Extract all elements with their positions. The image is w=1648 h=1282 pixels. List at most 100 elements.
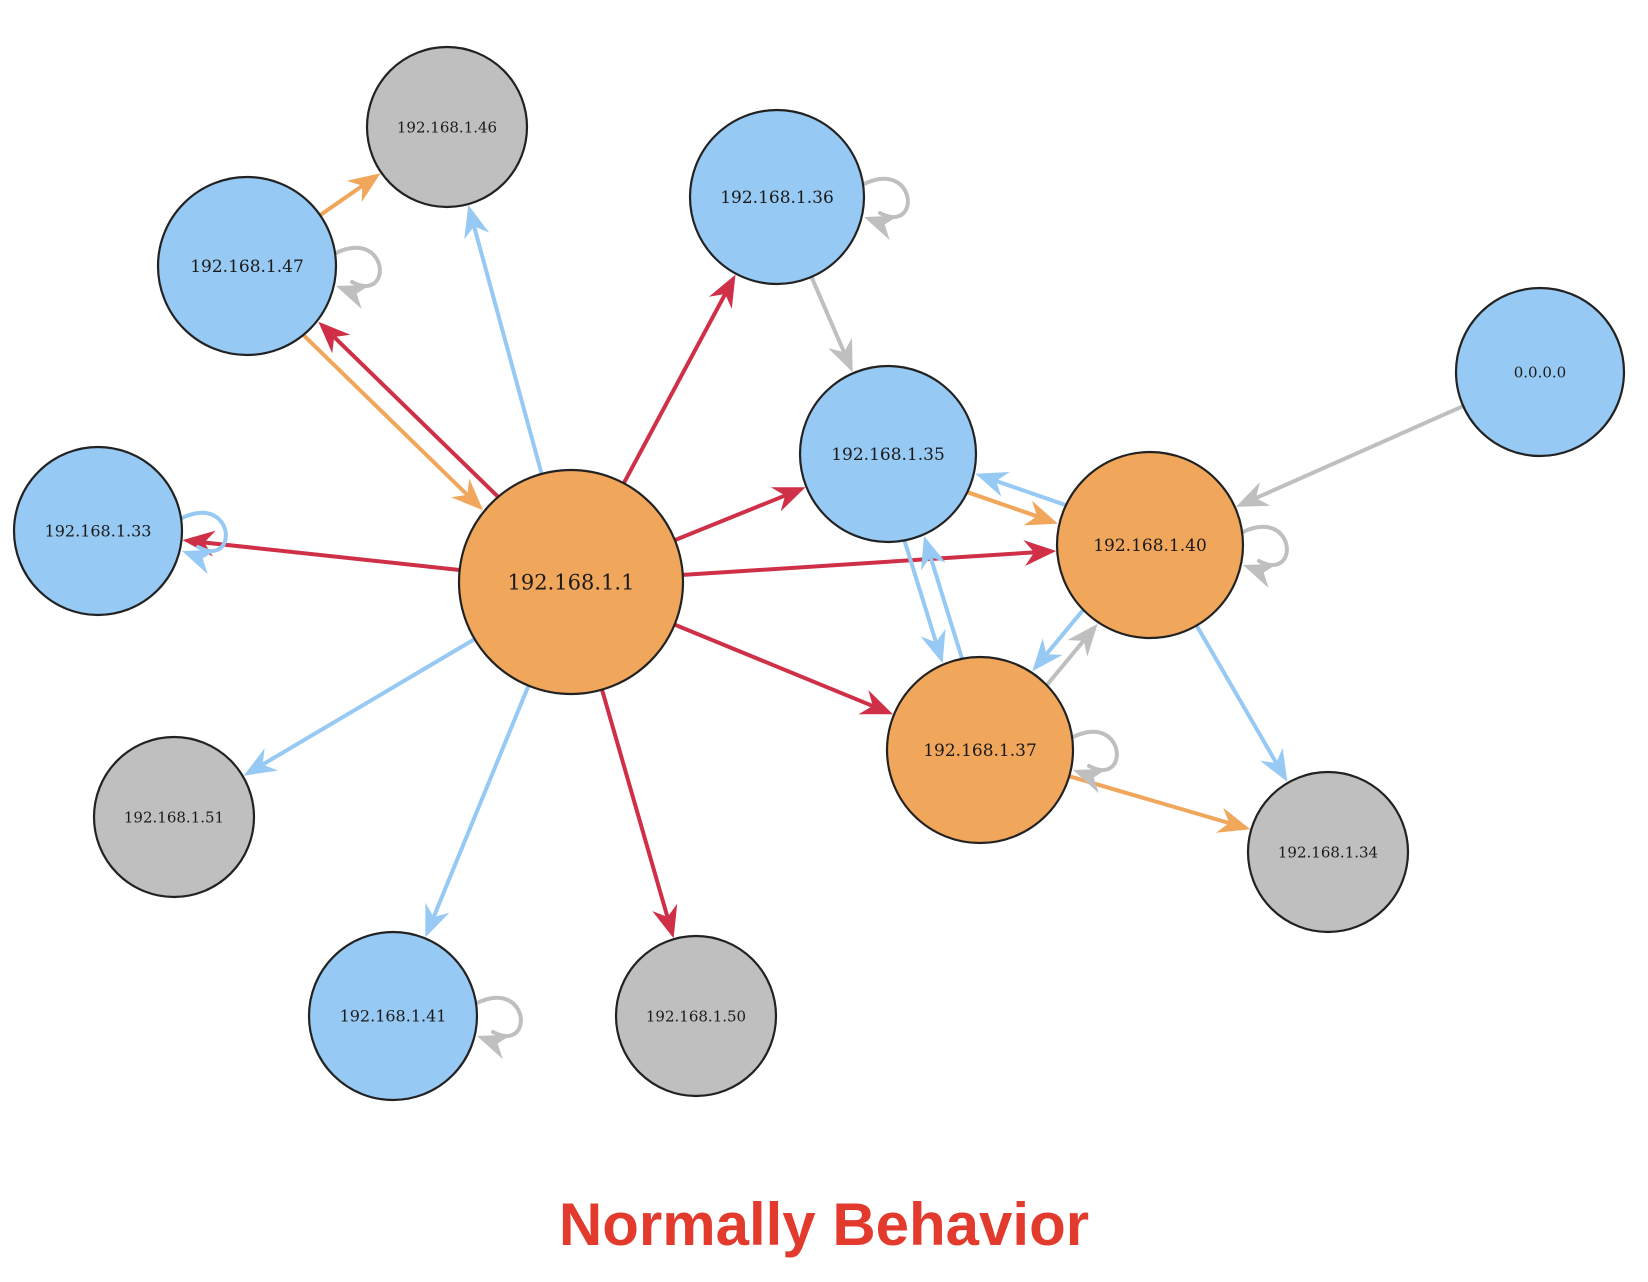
self-loop-arrowhead	[864, 215, 899, 241]
self-loop-n41	[473, 995, 523, 1060]
edge-n47-n1	[301, 333, 484, 511]
edge-line	[965, 490, 1038, 518]
node-192-168-1-37[interactable]: 192.168.1.37	[885, 655, 1075, 845]
edge-arrowhead	[975, 472, 1010, 497]
node-192-168-1-40[interactable]: 192.168.1.40	[1055, 450, 1245, 640]
node-192-168-1-35[interactable]: 192.168.1.35	[798, 364, 978, 544]
node-circle	[1246, 770, 1410, 934]
edge-arrowhead	[451, 478, 484, 511]
edge-n47-n46	[318, 173, 381, 218]
edge-n40-n37	[1032, 608, 1085, 672]
node-192-168-1-50[interactable]: 192.168.1.50	[614, 934, 778, 1098]
edge-line	[672, 622, 873, 708]
edge-n1-n47	[318, 321, 500, 499]
edge-arrowhead	[1023, 500, 1058, 526]
node-label: 192.168.1.51	[124, 808, 224, 826]
self-loop-path	[1069, 729, 1119, 772]
edge-line	[1045, 608, 1085, 655]
node-circle	[688, 108, 866, 286]
edge-n1-n36	[621, 274, 736, 486]
edge-line	[1045, 640, 1085, 687]
edge-n1-n37	[672, 622, 893, 715]
edge-n35-n40	[965, 490, 1058, 526]
node-192-168-1-46[interactable]: 192.168.1.46	[365, 45, 529, 209]
edge-line	[1194, 623, 1278, 764]
self-loop-arrowhead	[1073, 768, 1108, 794]
node-192-168-1-47[interactable]: 192.168.1.47	[156, 175, 338, 357]
self-loop-layer	[178, 176, 1289, 1060]
edge-line	[1255, 404, 1466, 500]
edge-line	[204, 540, 462, 572]
edge-n1-n35	[672, 487, 806, 543]
node-label: 192.168.1.34	[1278, 843, 1378, 861]
edge-n1-n40	[680, 540, 1057, 577]
node-label: 192.168.1.40	[1093, 536, 1207, 556]
node-circle	[1454, 286, 1626, 458]
node-circle	[156, 175, 338, 357]
node-label: 192.168.1.50	[646, 1007, 746, 1025]
node-circle	[798, 364, 978, 544]
node-192-168-1-1[interactable]: 192.168.1.1	[457, 468, 685, 696]
node-label: 192.168.1.46	[397, 118, 497, 136]
node-label: 192.168.1.47	[190, 257, 304, 277]
edge-n40-n34	[1194, 623, 1288, 782]
edge-n36-n35	[809, 274, 853, 373]
edge-n37-n34	[1067, 774, 1251, 833]
edge-n1-n51	[243, 637, 477, 776]
node-label: 192.168.1.36	[720, 188, 834, 208]
edge-arrowhead	[1032, 638, 1063, 672]
node-circle	[1055, 450, 1245, 640]
self-loop-path	[332, 245, 382, 288]
edge-n1-n50	[600, 687, 678, 939]
node-label: 192.168.1.41	[340, 1007, 447, 1026]
edge-line	[333, 336, 500, 499]
self-loop-n33	[178, 510, 228, 575]
node-192-168-1-41[interactable]: 192.168.1.41	[307, 930, 479, 1102]
node-192-168-1-36[interactable]: 192.168.1.36	[688, 108, 866, 286]
edge-arrowhead	[858, 690, 893, 715]
edge-line	[809, 274, 846, 353]
edge-arrowhead	[921, 536, 946, 571]
node-192-168-1-51[interactable]: 192.168.1.51	[92, 735, 256, 899]
node-192-168-1-33[interactable]: 192.168.1.33	[12, 445, 184, 617]
diagram-caption: Normally Behavior	[558, 1191, 1090, 1258]
edge-line	[672, 494, 786, 543]
node-label: 192.168.1.33	[45, 522, 152, 541]
edge-line	[621, 293, 727, 486]
edge-line	[929, 556, 964, 661]
node-circle	[885, 655, 1075, 845]
edge-n1-n46	[464, 205, 544, 476]
node-label: 192.168.1.1	[508, 570, 635, 594]
edge-n0-n40	[1235, 404, 1466, 507]
node-label: 192.168.1.37	[923, 741, 1037, 761]
self-loop-arrowhead	[336, 284, 371, 310]
edge-line	[996, 479, 1068, 507]
edge-line	[301, 333, 468, 496]
edge-arrowhead	[1215, 807, 1251, 833]
node-192-168-1-34[interactable]: 192.168.1.34	[1246, 770, 1410, 934]
edge-line	[262, 637, 477, 766]
node-circle	[12, 445, 184, 617]
self-loop-arrowhead	[182, 549, 217, 575]
self-loop-n37	[1069, 729, 1119, 794]
self-loop-path	[860, 176, 910, 219]
self-loop-n40	[1239, 524, 1289, 589]
edge-line	[318, 184, 363, 218]
edge-arrowhead	[1235, 482, 1271, 507]
node-circle	[92, 735, 256, 899]
self-loop-n47	[332, 245, 382, 310]
edge-n35-n37	[902, 539, 946, 664]
edge-arrowhead	[828, 337, 853, 373]
self-loop-arrowhead	[1243, 563, 1278, 589]
node-label: 0.0.0.0	[1514, 363, 1566, 381]
self-loop-path	[1239, 524, 1289, 567]
edge-arrowhead	[770, 487, 806, 512]
node-0-0-0-0[interactable]: 0.0.0.0	[1454, 286, 1626, 458]
edge-arrowhead	[243, 748, 278, 776]
edge-arrowhead	[1067, 623, 1098, 657]
edge-line	[902, 539, 938, 643]
self-loop-n36	[860, 176, 910, 241]
node-circle	[457, 468, 685, 696]
edge-line	[600, 687, 669, 918]
